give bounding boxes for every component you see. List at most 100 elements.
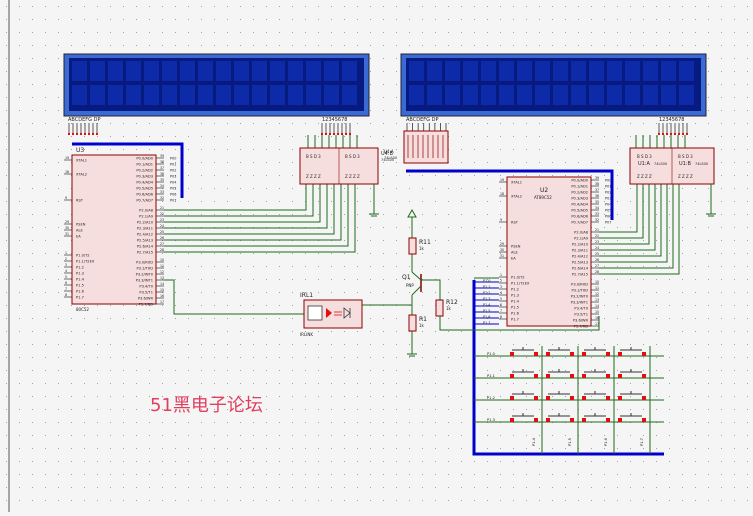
lcd-pin-end (345, 133, 347, 135)
keypad-button[interactable] (618, 369, 646, 378)
chip-pin-name: P2.7/A15 (572, 273, 588, 277)
chip-pin-name: P1.2 (511, 288, 519, 292)
chip-pin-name: P0.5/AD5 (136, 187, 153, 191)
lcd-cell (324, 85, 339, 105)
net-label: P04 (605, 203, 611, 207)
wire (599, 184, 680, 275)
chip-pin-name: P3.3/INT1 (571, 301, 588, 305)
lcd-cell (252, 61, 267, 81)
wire (164, 184, 342, 241)
u4a-ref: U4:A (384, 149, 394, 154)
chip-pin-number: 37 (160, 166, 164, 170)
resistor-r11[interactable]: R11 1k (408, 237, 431, 255)
keypad-button[interactable] (582, 413, 610, 422)
keypad-button[interactable] (546, 347, 574, 356)
keypad-button[interactable] (582, 369, 610, 378)
chip-pin-name: P3.1/TXD (571, 289, 588, 293)
chip-pin-number: 29 (500, 242, 504, 246)
lcd-cell (517, 61, 532, 81)
ir-link-irl1[interactable]: IRL1 IRLINK (300, 292, 363, 337)
svg-text:Z Z Z Z: Z Z Z Z (637, 174, 652, 179)
button-pin-right (606, 352, 610, 356)
u2-ref: U2 (540, 187, 548, 194)
keypad-button[interactable] (618, 347, 646, 356)
lcd-cell (90, 61, 105, 81)
lcd-1-character-cells (72, 61, 357, 105)
wire (164, 279, 304, 315)
u3-microcontroller[interactable]: U3 80C52 XTAL119XTAL218RST9PSEN29ALE30EA… (64, 147, 176, 312)
keypad-col-label: P1.6 (604, 437, 608, 446)
chip-pin-name: P3.3/INT1 (136, 279, 153, 283)
net-label: P05 (605, 209, 611, 213)
chip-pin-name: P0.4/AD4 (571, 203, 588, 207)
chip-pin-number: 7 (500, 309, 502, 313)
button-pin-right (534, 396, 538, 400)
button-pin-left (618, 352, 622, 356)
lcd-cell (108, 61, 123, 81)
chip-pin-name: P2.6/A14 (572, 267, 589, 271)
chip-pin-number: 6 (500, 303, 502, 307)
chip-pin-name: P3.1/TXD (136, 267, 153, 271)
wire (599, 184, 656, 251)
lcd-pin-end (333, 133, 335, 135)
u3-pins: XTAL119XTAL218RST9PSEN29ALE30EA31P1.0/T2… (64, 154, 176, 307)
wire (164, 184, 321, 223)
wire (599, 184, 662, 257)
chip-pin-name: P1.6 (76, 290, 85, 294)
lcd-display-1[interactable]: ABCDEFG DP 12345678 (63, 53, 370, 123)
wire (599, 184, 650, 245)
lcd-cell (553, 85, 568, 105)
net-label: P07 (605, 221, 611, 225)
u4a-gate-chip[interactable]: U4:A 74LS00 (384, 130, 449, 164)
chip-pin-number: 33 (160, 190, 164, 194)
u1-gate-chip[interactable]: B S D 3 B S D 3 Z Z Z Z Z Z Z Z U1:A 74L… (629, 147, 715, 185)
u2-microcontroller[interactable]: U2 AT89C52 XTAL119XTAL218RST9PSEN29ALE30… (483, 176, 611, 329)
chip-pin-name: P1.6 (511, 312, 520, 316)
lcd-cell (481, 85, 496, 105)
lcd-cell (288, 85, 303, 105)
u4-gate-chip-left[interactable]: B S D 3 B S D 3 Z Z Z Z Z Z Z Z U4:B 74L… (299, 147, 394, 185)
chip-pin-name: RST (511, 221, 519, 225)
net-label: P1.4 (483, 303, 490, 307)
keypad-button[interactable] (546, 413, 574, 422)
keypad-button[interactable] (510, 391, 538, 400)
chip-pin-number: 36 (595, 194, 599, 198)
keypad-button[interactable] (510, 347, 538, 356)
lcd-1-label-left: ABCDEFG DP (68, 117, 100, 123)
r1-value: 1k (419, 323, 425, 328)
lcd-cell (643, 85, 658, 105)
keypad-button[interactable] (618, 391, 646, 400)
keypad-button[interactable] (546, 369, 574, 378)
lcd-cell (288, 61, 303, 81)
keypad-button[interactable] (582, 347, 610, 356)
chip-pin-name: P2.3/A11 (572, 249, 588, 253)
resistor-r12[interactable]: R12 1k (435, 299, 458, 317)
svg-text:Z Z Z Z: Z Z Z Z (678, 174, 693, 179)
button-pin-left (510, 418, 514, 422)
button-pin-right (534, 352, 538, 356)
chip-pin-name: P0.1/AD1 (136, 163, 153, 167)
net-label: P03 (605, 197, 611, 201)
chip-pin-number: 2 (500, 279, 502, 283)
keypad-col-label: P1.7 (640, 438, 644, 446)
chip-pin-number: 39 (160, 154, 164, 158)
keypad-button[interactable] (546, 391, 574, 400)
button-pin-left (582, 352, 586, 356)
transistor-q1[interactable]: Q1 PNP (402, 271, 422, 296)
chip-pin-number: 2 (65, 257, 67, 261)
lcd-display-2[interactable]: ABCDEFG DP 12345678 (400, 53, 707, 123)
resistor-r1[interactable]: R1 1k (408, 314, 427, 332)
wire (164, 184, 349, 247)
u2-p0-bus (406, 169, 614, 220)
lcd-cell (180, 61, 195, 81)
chip-pin-number: 12 (595, 292, 599, 296)
keypad-button[interactable] (510, 413, 538, 422)
keypad-button[interactable] (618, 413, 646, 422)
keypad-button[interactable] (510, 369, 538, 378)
r11-ref: R11 (419, 239, 431, 246)
keypad-button[interactable] (582, 391, 610, 400)
chip-pin-name: P0.0/AD0 (571, 179, 588, 183)
